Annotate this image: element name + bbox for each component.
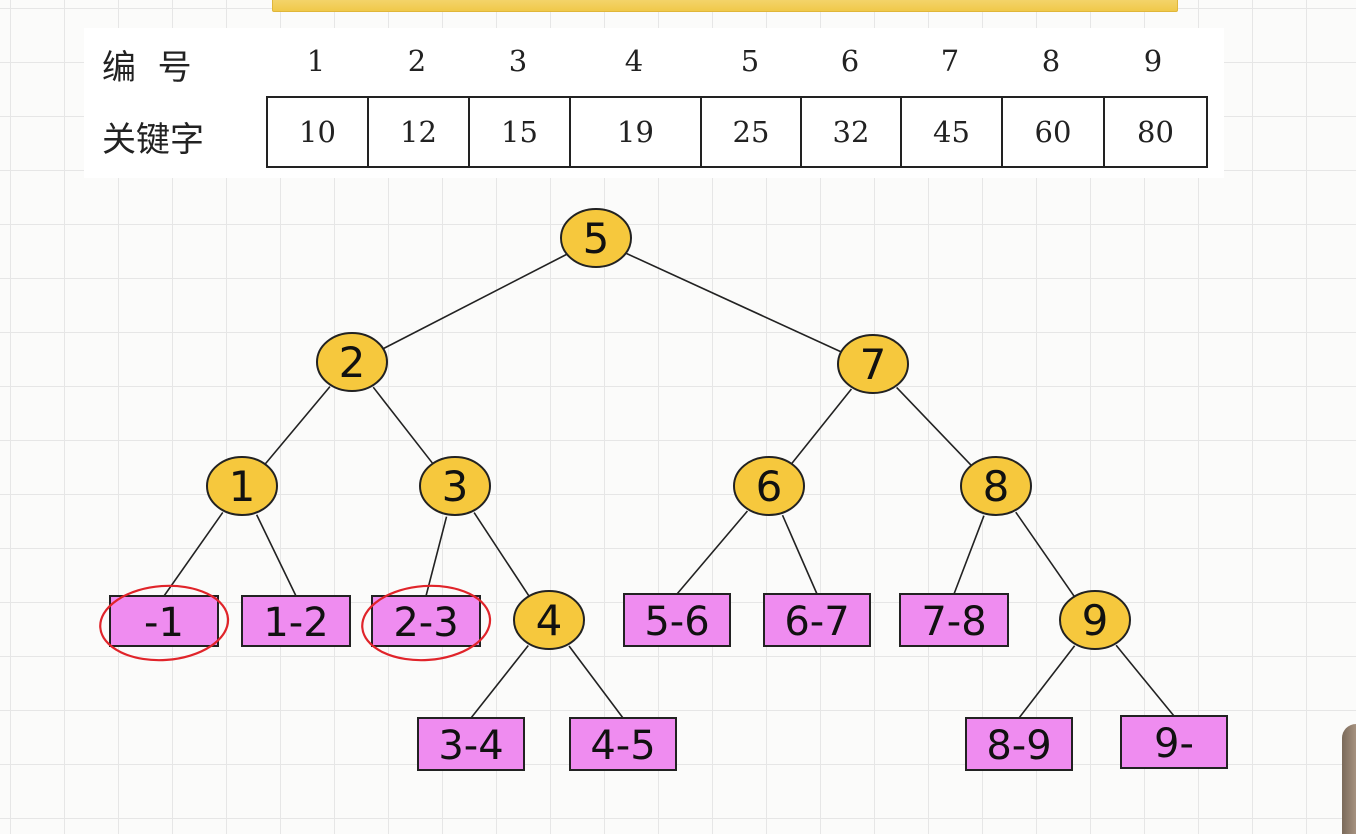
index-cell: 5 [740,44,760,78]
key-cell: 12 [369,98,470,166]
leaf-label: 5-6 [644,599,709,645]
tree-node [419,456,491,516]
index-cell: 7 [940,44,960,78]
index-cell: 1 [306,44,326,78]
tree-node [837,334,909,394]
leaf-box [1120,715,1228,769]
tree-edge [1115,644,1175,717]
leaf-label: 1-2 [263,600,328,646]
leaf-label: 3-4 [438,723,503,769]
tree-node [316,332,388,392]
key-cell: 60 [1003,98,1105,166]
tree-edge [425,516,448,597]
index-key-table-panel [84,28,1224,178]
leaf-box [965,717,1073,771]
tree-edge [381,253,567,351]
tree-edge [625,252,844,354]
key-table: 10 12 15 19 25 32 45 60 80 [266,96,1208,168]
node-label: 6 [756,462,783,511]
index-cell: 9 [1143,44,1163,78]
leaf-box [899,593,1009,647]
tree-node [1059,590,1131,650]
leaf-label: 6-7 [784,599,849,645]
key-cell: 19 [571,98,702,166]
key-cell: 80 [1137,115,1174,149]
title-bar [272,0,1178,12]
leaf-box [569,717,677,771]
tree-edge [789,388,853,466]
leaf-label: 4-5 [590,723,655,769]
leaf-box [417,717,525,771]
node-label: 7 [860,340,887,389]
leaf-label: -1 [144,600,184,646]
key-cell: 32 [802,98,902,166]
node-label: 4 [536,596,563,645]
tree-node [960,456,1032,516]
node-label: 3 [442,462,469,511]
leaf-label: 9- [1154,721,1194,767]
leaf-label: 2-3 [393,600,458,646]
key-cell: 15 [470,98,571,166]
index-cell: 2 [407,44,427,78]
tree-edge [372,386,435,466]
node-label: 8 [983,462,1010,511]
highlight-circle [361,584,492,662]
index-cell: 3 [508,44,528,78]
key-cell: 10 [268,98,369,166]
node-label: 9 [1082,596,1109,645]
leaf-box [623,593,731,647]
leaf-label: 7-8 [921,599,986,645]
index-row-label: 编 号 [102,48,192,88]
leaf-box [241,595,351,647]
tree-node [206,456,278,516]
tree-edge [255,514,297,597]
tree-node [560,208,632,268]
leaf-label: 8-9 [986,723,1051,769]
index-cell: 6 [840,44,860,78]
tree-edge [163,512,224,597]
tree-edge [896,386,973,468]
index-cell: 4 [624,44,644,78]
presenter-corner [1342,724,1356,834]
tree-node [513,590,585,650]
tree-edge [953,515,985,595]
tree-edge [676,510,749,595]
leaf-box [109,595,219,647]
key-row-label: 关键字 [102,120,204,160]
highlight-circle [99,584,230,662]
tree-edge [568,645,624,719]
tree-edge [781,514,818,595]
tree-edge [470,645,529,719]
tree-edge [1015,511,1076,599]
tree-edge [263,386,331,466]
key-cell: 25 [702,98,802,166]
node-label: 5 [583,214,610,263]
node-label: 2 [339,338,366,387]
leaf-box [763,593,871,647]
leaf-box [371,595,481,647]
tree-node [733,456,805,516]
tree-edge [473,512,531,598]
tree-edge [1018,645,1076,719]
key-cell: 45 [902,98,1003,166]
node-label: 1 [229,462,256,511]
index-cell: 8 [1041,44,1061,78]
